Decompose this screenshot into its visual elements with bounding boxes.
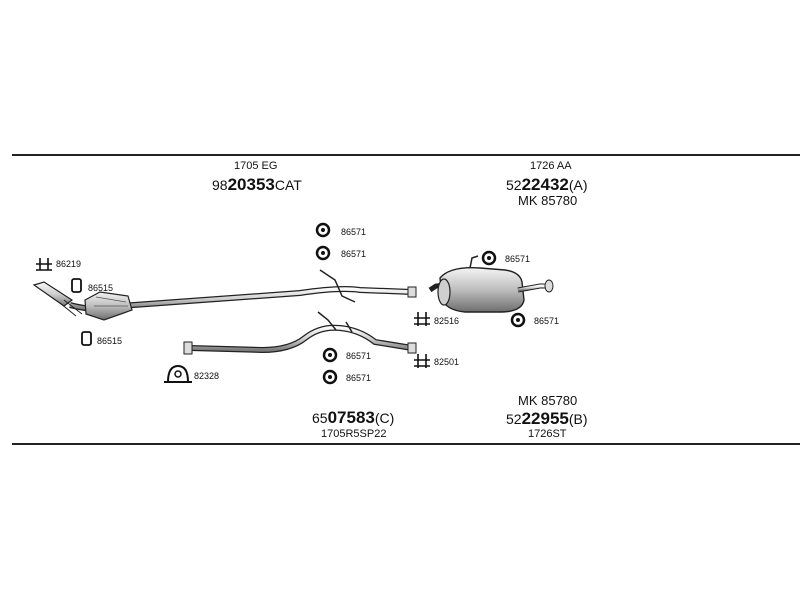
bolt-clamp-icon [414,354,430,368]
callout-86571-a: 86571 [341,227,367,237]
rubber-mount-icon [315,245,331,261]
callout-82328: 82328 [194,371,220,381]
bottom-divider [12,443,800,445]
rubber-mount-icons [315,222,526,385]
rubber-mount-icon [510,312,526,328]
rubber-mount-icon [315,222,331,238]
rear-muffler-kit: MK 85780 [518,193,578,208]
u-clamp-icon [164,364,192,383]
callout-86571-d: 86571 [346,373,372,383]
callout-86515-lower: 86515 [97,336,123,346]
callout-82516: 82516 [434,316,460,326]
callout-86571-c: 86571 [346,351,372,361]
callout-86515-upper: 86515 [88,283,114,293]
rubber-mount-icon [481,250,497,266]
rear-pipe-part-number: 5222955(B) [506,409,588,428]
rear-muffler [428,255,554,313]
rear-muffler-code: 1726 AA [530,160,572,172]
callout-86571-f: 86571 [534,316,560,326]
middle-pipe [183,311,417,355]
middle-pipe-part-number: 6507583(C) [312,408,395,427]
callout-82501: 82501 [434,357,460,367]
bolt-clamp-icon [414,312,430,326]
rubber-mount-icon [322,347,338,363]
callout-86219: 86219 [56,259,82,269]
middle-pipe-code: 1705R5SP22 [321,428,387,440]
callout-86571-b: 86571 [341,249,367,259]
bolt-clamp-icon [36,258,52,271]
front-pipe-catalyst [32,269,417,321]
callout-86571-e: 86571 [505,254,531,264]
gasket-icon [71,278,82,293]
rear-muffler-part-number: 5222432(A) [506,175,588,194]
gasket-icon [81,331,92,346]
rear-pipe-kit: MK 85780 [518,393,578,408]
front-pipe-code: 1705 EG [234,160,278,172]
rubber-mount-icon [322,369,338,385]
top-divider [12,154,800,156]
rear-pipe-code: 1726ST [528,428,567,440]
front-pipe-part-number: 9820353CAT [212,175,302,194]
